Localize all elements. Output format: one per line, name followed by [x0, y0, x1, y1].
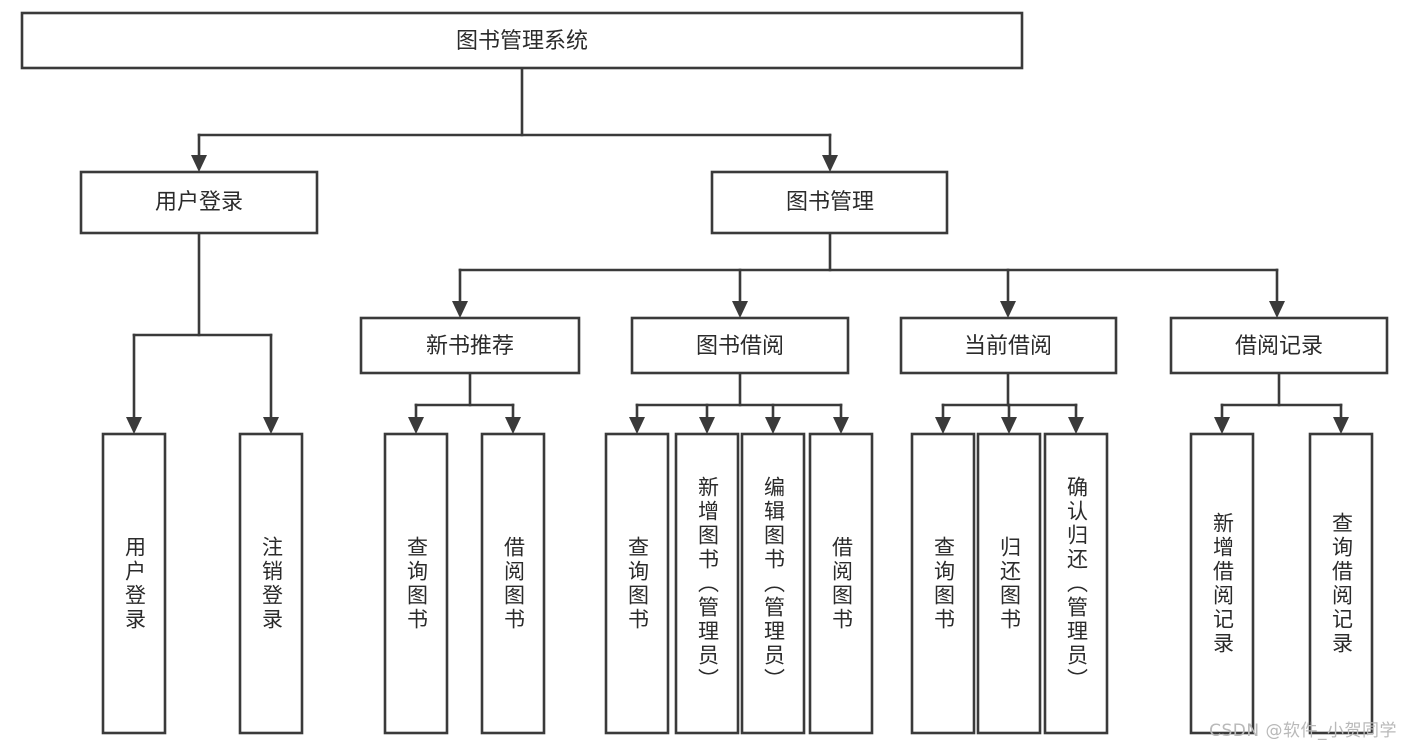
leaf-add-book-admin[interactable] — [674, 432, 740, 735]
leaf-borrow-book[interactable] — [808, 432, 874, 735]
connector-layer — [126, 66, 1349, 434]
node-borrow-record-box[interactable] — [1169, 316, 1389, 375]
node-user-login[interactable]: 用户登录 — [79, 170, 319, 235]
leaf-borrow-book-newbook[interactable] — [480, 432, 546, 735]
node-root-box[interactable] — [20, 11, 1024, 70]
node-borrow-record-label: 借阅记录 — [1235, 334, 1323, 359]
node-borrow-record[interactable]: 借阅记录 — [1169, 316, 1389, 375]
arrow-record-leaf-2 — [1333, 417, 1349, 434]
leaf-add-book-admin-box[interactable] — [674, 432, 740, 735]
node-book-borrow[interactable]: 图书借阅 — [630, 316, 850, 375]
arrow-current-leaf-2 — [1001, 417, 1017, 434]
arrow-bookmanage-child-3 — [1000, 301, 1016, 318]
node-current-borrow[interactable]: 当前借阅 — [899, 316, 1118, 375]
leaf-query-borrow-record[interactable] — [1308, 432, 1374, 735]
leaf-query-book-current-box[interactable] — [910, 432, 976, 735]
node-new-book-recommend-box[interactable] — [359, 316, 581, 375]
leaf-user-login[interactable] — [101, 432, 167, 735]
node-book-borrow-label: 图书借阅 — [696, 334, 784, 359]
leaf-user-login-box[interactable] — [101, 432, 167, 735]
arrow-current-leaf-3 — [1068, 417, 1084, 434]
leaf-query-book-borrow-box[interactable] — [604, 432, 670, 735]
arrow-record-leaf-1 — [1214, 417, 1230, 434]
node-current-borrow-box[interactable] — [899, 316, 1118, 375]
leaf-query-book-newbook-box[interactable] — [383, 432, 449, 735]
arrow-newbook-leaf-1 — [408, 417, 424, 434]
leaf-query-book-borrow[interactable] — [604, 432, 670, 735]
leaf-logout-login[interactable] — [238, 432, 304, 735]
arrow-borrow-leaf-4 — [833, 417, 849, 434]
csdn-watermark: CSDN @软件_小贺同学 — [1209, 721, 1397, 741]
leaf-query-book-newbook[interactable] — [383, 432, 449, 735]
node-book-management-label: 图书管理 — [786, 190, 874, 215]
arrow-root-to-book-manage — [822, 155, 838, 172]
node-book-borrow-box[interactable] — [630, 316, 850, 375]
arrow-current-leaf-1 — [935, 417, 951, 434]
leaf-confirm-return-admin[interactable] — [1043, 432, 1109, 735]
arrow-userlogin-leaf-1 — [126, 417, 142, 434]
arrow-borrow-leaf-3 — [765, 417, 781, 434]
leaf-edit-book-admin[interactable] — [740, 432, 806, 735]
node-current-borrow-label: 当前借阅 — [964, 334, 1052, 359]
arrow-bookmanage-child-1 — [452, 301, 468, 318]
leaf-return-book[interactable] — [976, 432, 1042, 735]
leaf-confirm-return-admin-box[interactable] — [1043, 432, 1109, 735]
leaf-return-book-box[interactable] — [976, 432, 1042, 735]
leaf-add-borrow-record[interactable] — [1189, 432, 1255, 735]
arrow-borrow-leaf-2 — [699, 417, 715, 434]
node-book-management-box[interactable] — [710, 170, 949, 235]
node-new-book-recommend[interactable]: 新书推荐 — [359, 316, 581, 375]
arrow-borrow-leaf-1 — [629, 417, 645, 434]
node-root-book-management-system[interactable]: 图书管理系统 — [20, 11, 1024, 70]
leaf-edit-book-admin-box[interactable] — [740, 432, 806, 735]
arrow-newbook-leaf-2 — [505, 417, 521, 434]
arrow-root-to-user-login — [191, 155, 207, 172]
leaf-add-borrow-record-box[interactable] — [1189, 432, 1255, 735]
arrow-userlogin-leaf-2 — [263, 417, 279, 434]
leaf-borrow-book-box[interactable] — [808, 432, 874, 735]
node-user-login-box[interactable] — [79, 170, 319, 235]
leaf-query-borrow-record-box[interactable] — [1308, 432, 1374, 735]
arrow-bookmanage-child-4 — [1269, 301, 1285, 318]
node-new-book-recommend-label: 新书推荐 — [426, 334, 514, 359]
leaf-query-book-current[interactable] — [910, 432, 976, 735]
leaf-borrow-book-newbook-box[interactable] — [480, 432, 546, 735]
leaf-logout-login-box[interactable] — [238, 432, 304, 735]
node-book-management[interactable]: 图书管理 — [710, 170, 949, 235]
node-user-login-label: 用户登录 — [155, 190, 243, 215]
node-root-label: 图书管理系统 — [456, 29, 588, 54]
arrow-bookmanage-child-2 — [732, 301, 748, 318]
